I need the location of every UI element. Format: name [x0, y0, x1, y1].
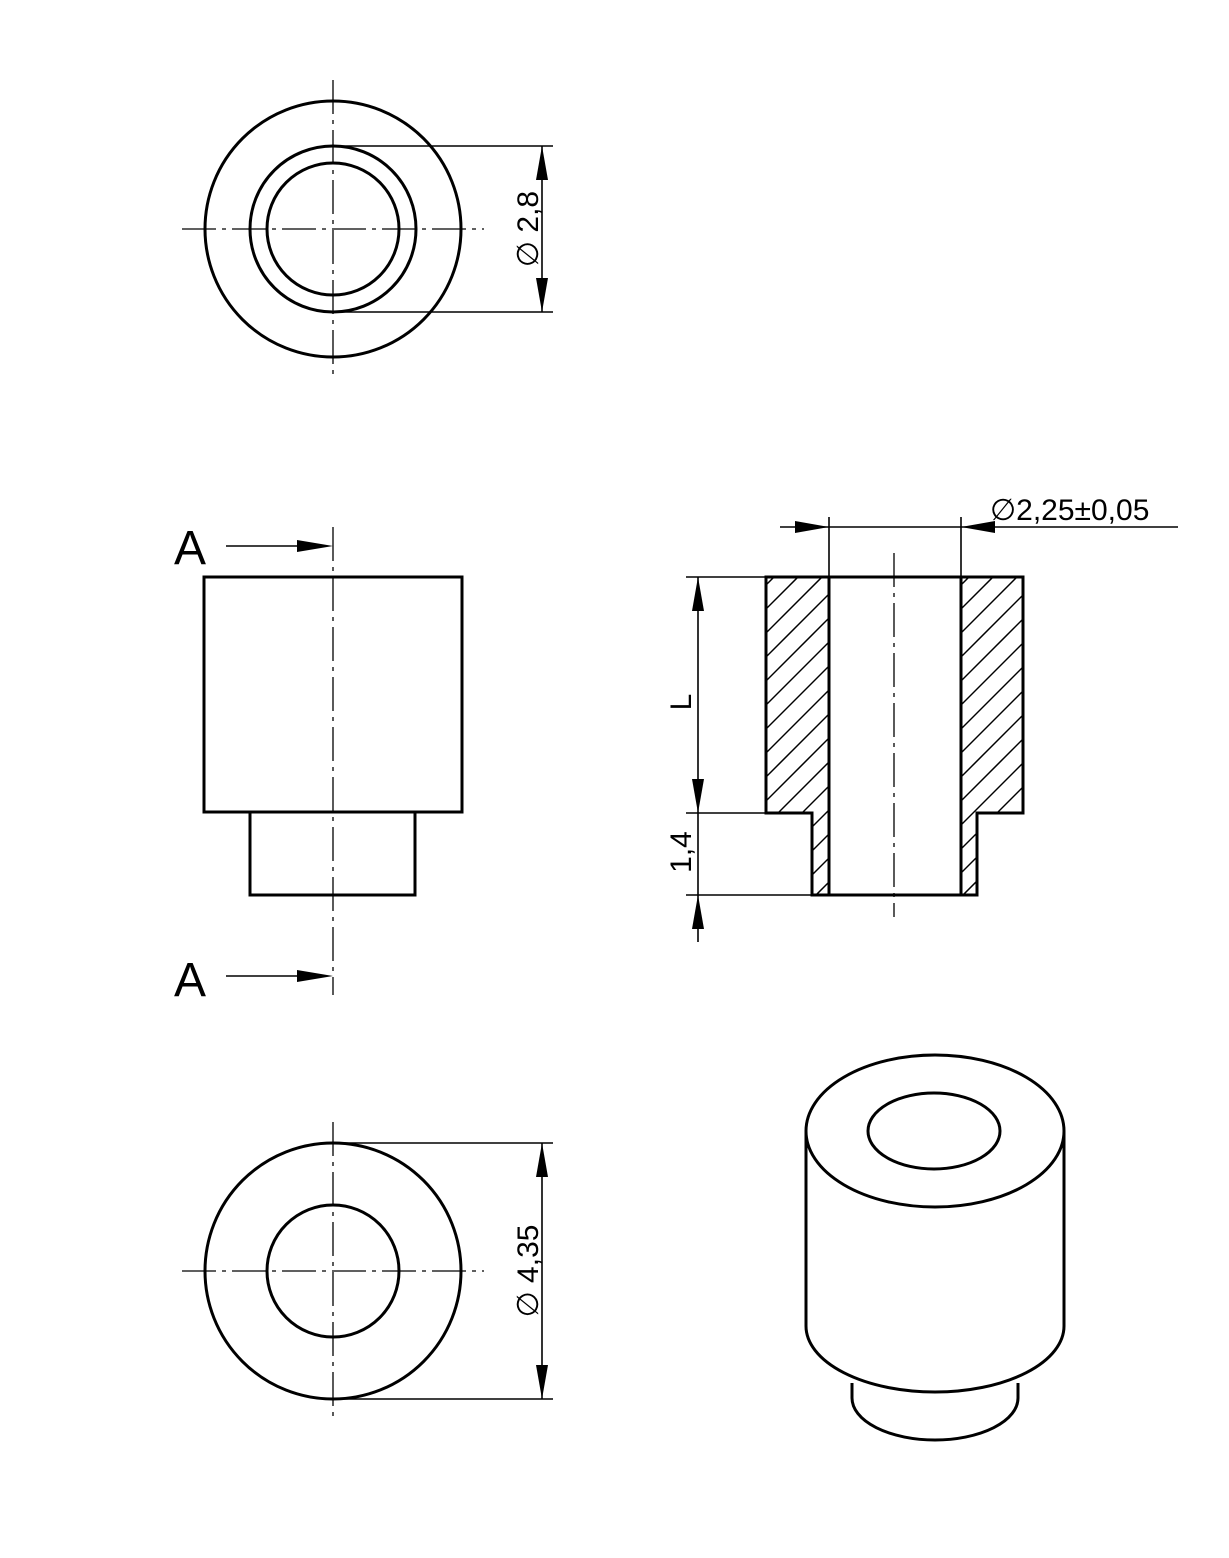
section-arrow-head [297, 970, 333, 982]
hatch-line [961, 577, 1001, 895]
arrowhead [536, 1143, 548, 1177]
hatch-line [961, 577, 1023, 895]
arrowhead [536, 146, 548, 180]
hatch-line [427, 570, 757, 900]
hatch-line [979, 570, 1229, 900]
hatch-line [961, 577, 1023, 895]
hatch-left-wall [355, 570, 1229, 900]
section-outline [764, 575, 1025, 897]
isometric-view [804, 1053, 1066, 1442]
hatch-line [786, 577, 829, 895]
hatch-line [961, 577, 1023, 895]
hatch-line [766, 577, 829, 895]
section-arrow-head [297, 540, 333, 552]
hatch-line [1198, 570, 1229, 900]
bottom-view: ∅ 4,35 [182, 1122, 553, 1420]
top-view: ∅ 2,8 [182, 80, 553, 378]
hatch-line [1005, 577, 1023, 895]
hatch-line [981, 577, 1023, 895]
hatch-line [766, 577, 829, 895]
arrowhead [961, 521, 995, 533]
hatch-line [1051, 570, 1229, 900]
section-label-top: A [174, 522, 206, 575]
hatch-line [574, 570, 904, 900]
hatch-line [1150, 570, 1229, 900]
iso-bore-ellipse [866, 1091, 1002, 1171]
hatch-line [1126, 570, 1229, 900]
hatch-line [766, 577, 782, 895]
hatch-line [766, 577, 829, 895]
hatch-line [1147, 570, 1229, 900]
hatch-line [1027, 570, 1229, 900]
hatch-line [907, 570, 1229, 900]
iso-top-ellipse [804, 1053, 1066, 1209]
hatch-line [1030, 570, 1229, 900]
dimension-label-collar-length: 1,4 [665, 831, 698, 873]
hatch-line [766, 577, 829, 895]
hatch-line [955, 570, 1229, 900]
front-view: A A [174, 522, 464, 1007]
hatch-line [598, 570, 928, 900]
hatch-line [1123, 570, 1229, 900]
hatch-line [961, 577, 1023, 895]
arrowhead [536, 278, 548, 312]
hatch-line [1003, 570, 1229, 900]
iso-collar [850, 1383, 1020, 1442]
section-label-bottom: A [174, 954, 206, 1007]
hatch-line [961, 577, 1023, 895]
dimension-label-length: L [665, 694, 698, 711]
hatch-line [355, 570, 685, 900]
hatch-line [1054, 570, 1229, 900]
hatch-line [835, 570, 1165, 900]
hatch-line [1078, 570, 1229, 900]
hatch-line [766, 577, 829, 895]
hatch-line [961, 577, 1023, 895]
hatch-line [766, 577, 829, 895]
hatch-line [1222, 570, 1229, 900]
hatch-line [766, 577, 829, 895]
hatch-right-wall [574, 570, 1229, 900]
dimension-label-diameter-2-8: ∅ 2,8 [512, 191, 545, 267]
hatch-line [1102, 570, 1229, 900]
arrowhead [536, 1365, 548, 1399]
hatch-line [961, 577, 1023, 895]
hatch-line [1099, 570, 1229, 900]
dimension-label-bore-diameter: ∅2,25±0,05 [990, 494, 1149, 527]
arrowhead [692, 779, 704, 813]
dimension-label-diameter-4-35: ∅ 4,35 [512, 1225, 545, 1318]
arrowhead [692, 895, 704, 929]
hatch-line [961, 577, 1023, 895]
hatch-line [766, 577, 829, 895]
hatch-line [1075, 570, 1229, 900]
hatch-line [379, 570, 709, 900]
hatch-line [766, 577, 829, 895]
arrowhead [795, 521, 829, 533]
hatch-line [1174, 570, 1229, 900]
hatch-line [883, 570, 1213, 900]
hatch-line [766, 577, 806, 895]
hatch-line [766, 577, 829, 895]
hatch-line [961, 577, 1023, 895]
hatch-line [766, 577, 829, 895]
section-a-a: ∅2,25±0,05 L 1,4 [355, 494, 1229, 942]
hatch-line [961, 577, 1023, 895]
arrowhead [692, 577, 704, 611]
